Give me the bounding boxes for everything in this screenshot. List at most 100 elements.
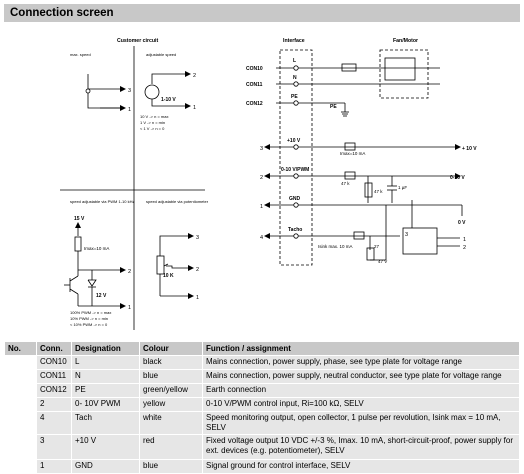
pin-2-opto: 2 xyxy=(463,245,466,251)
pe-ground-label: PE xyxy=(330,104,337,110)
cell-no xyxy=(4,459,37,474)
cell-colour: blue xyxy=(139,459,203,474)
header-no: No. xyxy=(4,341,37,356)
pin-1-opto: 1 xyxy=(463,237,466,243)
cell-no xyxy=(4,434,37,460)
con12-label: CON12 xyxy=(246,101,263,107)
n-terminal-label: N xyxy=(293,75,297,81)
speed-note-1: 10 V -> n = max xyxy=(140,114,168,119)
r27-label: 27 xyxy=(374,244,380,249)
r47k-b-label: 47 k xyxy=(374,189,383,194)
v10-terminal-label: +10 V xyxy=(287,138,301,144)
speed-pot-title: speed adjustable via potentiometer xyxy=(146,199,209,204)
max-speed-label: max. speed xyxy=(70,52,91,57)
cell-conn: 3 xyxy=(36,434,72,460)
header-designation: Designation xyxy=(71,341,140,356)
header-colour: Colour xyxy=(139,341,203,356)
cell-designation: GND xyxy=(71,459,140,474)
pin-4-interface: 4 xyxy=(260,235,263,241)
table-row: CON12 PE green/yellow Earth connection xyxy=(4,383,520,398)
cell-function: Mains connection, power supply, neutral … xyxy=(202,369,520,384)
r47k-a-label: 47 k xyxy=(341,181,350,186)
table-row: 4 Tach white Speed monitoring output, op… xyxy=(4,411,520,435)
cell-colour: yellow xyxy=(139,397,203,412)
header-function: Function / assignment xyxy=(202,341,520,356)
cell-no xyxy=(4,355,37,370)
table-header-row: No. Conn. Designation Colour Function / … xyxy=(4,341,520,356)
speed-pwm-title: speed adjustable via PWM 1-10 kHz xyxy=(70,199,134,204)
gnd-terminal-label: GND xyxy=(289,196,301,202)
cell-conn: 1 xyxy=(36,459,72,474)
pin-3-interface: 3 xyxy=(260,146,263,152)
isink-label: Isink max. 10 mA xyxy=(318,244,353,249)
section-title-bar: Connection screen xyxy=(4,4,520,22)
pin-1-bottom-left: 1 xyxy=(128,305,131,311)
v47-label: 47 V xyxy=(378,259,387,264)
cell-function: Fixed voltage output 10 VDC +/-3 %, Imax… xyxy=(202,434,520,460)
cell-colour: black xyxy=(139,355,203,370)
v12-label: 12 V xyxy=(96,293,107,299)
cell-function: Mains connection, power supply, phase, s… xyxy=(202,355,520,370)
imax-left-label: Imax=10 mA xyxy=(84,246,109,251)
v0-out-label: 0 V xyxy=(458,220,466,226)
pwm-note-3: < 10% PWM -> n = 0 xyxy=(70,322,108,327)
cell-designation: Tach xyxy=(71,411,140,435)
pwm-terminal-label: 0-10 V/PWM xyxy=(281,167,309,173)
cell-colour: red xyxy=(139,434,203,460)
con11-label: CON11 xyxy=(246,82,263,88)
cell-function: 0-10 V/PWM control input, Ri=100 kΩ, SEL… xyxy=(202,397,520,412)
table-row: 2 0- 10V PWM yellow 0-10 V/PWM control i… xyxy=(4,397,520,412)
cell-function: Speed monitoring output, open collector,… xyxy=(202,411,520,435)
table-row: 1 GND blue Signal ground for control int… xyxy=(4,459,520,474)
pwm-note-2: 10% PWM -> n = min xyxy=(70,316,108,321)
range-1-10v-label: 1-10 V xyxy=(161,97,176,103)
con10-label: CON10 xyxy=(246,66,263,72)
cell-conn: CON12 xyxy=(36,383,72,398)
pe-terminal-label: PE xyxy=(291,94,298,100)
pin-2-bottom-right: 2 xyxy=(196,267,199,273)
fan-motor-title: Fan/Motor xyxy=(393,38,418,44)
pwm-note-1: 100% PWM -> n = max xyxy=(70,310,111,315)
interface-title: Interface xyxy=(283,38,305,44)
header-conn: Conn. xyxy=(36,341,72,356)
cell-colour: white xyxy=(139,411,203,435)
cell-no xyxy=(4,397,37,412)
speed-note-3: < 1 V -> n = 0 xyxy=(140,126,165,131)
cell-designation: N xyxy=(71,369,140,384)
tacho-terminal-label: Tacho xyxy=(288,227,302,233)
c1uf-label: 1 µF xyxy=(398,185,407,190)
cell-conn: 2 xyxy=(36,397,72,412)
cell-function: Signal ground for control interface, SEL… xyxy=(202,459,520,474)
customer-circuit-title: Customer circuit xyxy=(117,38,158,44)
r10k-label: 10 K xyxy=(163,273,174,279)
speed-note-2: 1 V -> n = min xyxy=(140,120,165,125)
connection-table: No. Conn. Designation Colour Function / … xyxy=(4,341,520,474)
pin-1-bottom-right: 1 xyxy=(196,295,199,301)
wiring-diagram: Customer circuit Interface Fan/Motor max… xyxy=(60,38,477,330)
cell-designation: PE xyxy=(71,383,140,398)
pin-2-bottom-left: 2 xyxy=(128,269,131,275)
cell-conn: 4 xyxy=(36,411,72,435)
pin-2-interface: 2 xyxy=(260,175,263,181)
l-terminal-label: L xyxy=(293,58,296,64)
table-row: 3 +10 V red Fixed voltage output 10 VDC … xyxy=(4,434,520,460)
pin-1-top-left: 1 xyxy=(128,107,131,113)
cell-colour: green/yellow xyxy=(139,383,203,398)
section-title: Connection screen xyxy=(10,7,114,19)
cell-no xyxy=(4,383,37,398)
pin-3-top-left: 3 xyxy=(128,88,131,94)
cell-designation: 0- 10V PWM xyxy=(71,397,140,412)
table-row: CON10 L black Mains connection, power su… xyxy=(4,355,520,370)
imax-10ma-label: Imax=10 mA xyxy=(340,151,365,156)
adjustable-speed-label: adjustable speed xyxy=(146,52,176,57)
table-row: CON11 N blue Mains connection, power sup… xyxy=(4,369,520,384)
cell-conn: CON11 xyxy=(36,369,72,384)
pin-2-top-right: 2 xyxy=(193,73,196,79)
cell-colour: blue xyxy=(139,369,203,384)
v10-out-label: + 10 V xyxy=(462,146,477,152)
pin-1-top-right: 1 xyxy=(193,105,196,111)
cell-conn: CON10 xyxy=(36,355,72,370)
v010-out-label: 0-10 V xyxy=(450,175,465,181)
cell-no xyxy=(4,369,37,384)
